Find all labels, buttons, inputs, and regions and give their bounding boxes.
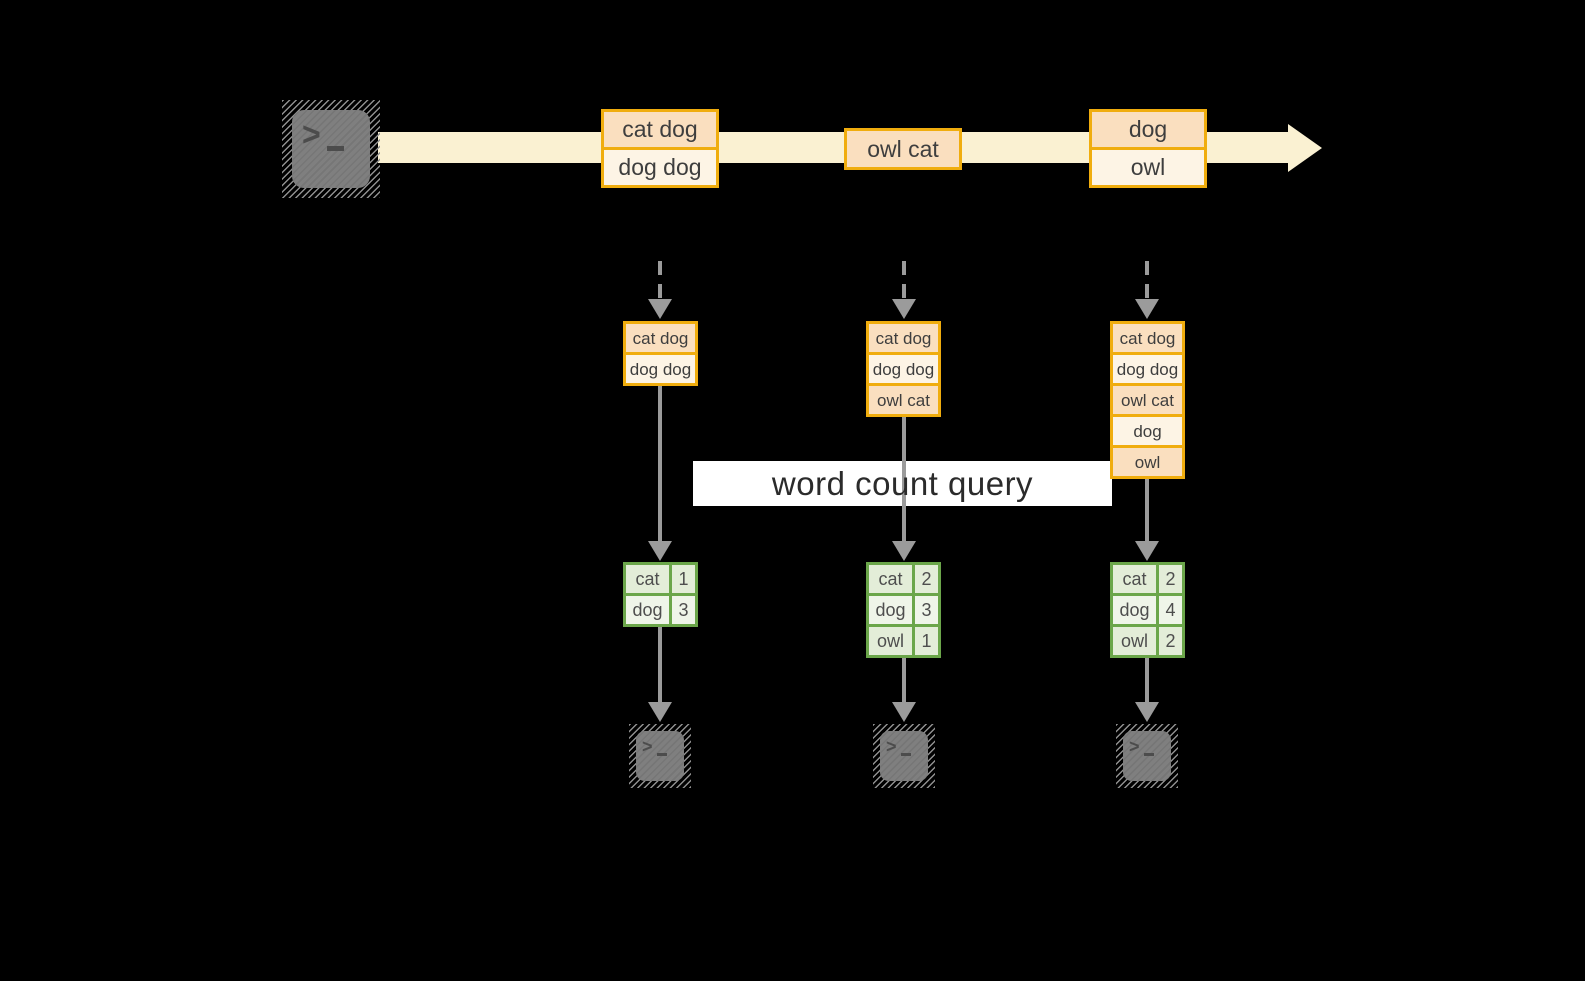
flow-line <box>658 386 662 542</box>
buffer-line: dog dog <box>869 355 938 383</box>
buffer-line: cat dog <box>1113 324 1182 352</box>
source-terminal-icon: > <box>282 100 380 198</box>
count-value: 2 <box>915 565 938 593</box>
dashed-arrow-line <box>658 261 662 303</box>
count-word: cat <box>869 565 912 593</box>
count-value: 2 <box>1159 627 1182 655</box>
arrow-head-icon <box>648 541 672 561</box>
prompt-chevron: > <box>302 115 321 153</box>
dashed-arrow-line <box>902 261 906 303</box>
buffer-box-2: cat dog dog dog owl cat <box>866 321 941 417</box>
count-value: 1 <box>915 627 938 655</box>
cursor-underscore-icon <box>1144 753 1154 756</box>
cursor-underscore-icon <box>901 753 911 756</box>
count-word: dog <box>869 596 912 624</box>
event-line: owl cat <box>847 131 959 167</box>
event-line: cat dog <box>604 112 716 147</box>
prompt-chevron: > <box>1129 735 1140 757</box>
buffer-box-1: cat dog dog dog <box>623 321 698 386</box>
arrow-head-icon <box>892 299 916 319</box>
count-value: 3 <box>915 596 938 624</box>
count-value: 4 <box>1159 596 1182 624</box>
flow-line <box>1145 658 1149 703</box>
dashed-arrow-line <box>1145 261 1149 303</box>
buffer-line: owl <box>1113 448 1182 476</box>
count-word: cat <box>1113 565 1156 593</box>
buffer-line: owl cat <box>1113 386 1182 414</box>
terminal-prompt-icon: > <box>1129 735 1140 757</box>
result-terminal-icon: > <box>873 724 935 788</box>
arrow-head-icon <box>648 299 672 319</box>
count-word: owl <box>869 627 912 655</box>
buffer-line: dog <box>1113 417 1182 445</box>
buffer-line: dog dog <box>626 355 695 383</box>
count-value: 3 <box>672 596 695 624</box>
count-word: dog <box>1113 596 1156 624</box>
result-terminal-icon: > <box>1116 724 1178 788</box>
flow-line <box>902 417 906 542</box>
stream-event-box-2: owl cat <box>844 128 962 170</box>
arrow-head-icon <box>648 702 672 722</box>
count-table-2: cat 2 dog 3 owl 1 <box>866 562 941 658</box>
terminal-body <box>636 731 684 781</box>
arrow-head-icon <box>1135 702 1159 722</box>
arrow-head-icon <box>892 541 916 561</box>
stream-event-box-1: cat dog dog dog <box>601 109 719 188</box>
count-table-1: cat 1 dog 3 <box>623 562 698 627</box>
arrow-head-icon <box>1135 299 1159 319</box>
terminal-prompt-icon: > <box>302 115 321 153</box>
count-word: cat <box>626 565 669 593</box>
count-value: 1 <box>672 565 695 593</box>
event-line: dog dog <box>604 150 716 185</box>
count-word: dog <box>626 596 669 624</box>
buffer-box-3: cat dog dog dog owl cat dog owl <box>1110 321 1185 479</box>
terminal-prompt-icon: > <box>642 735 653 757</box>
count-table-3: cat 2 dog 4 owl 2 <box>1110 562 1185 658</box>
buffer-line: dog dog <box>1113 355 1182 383</box>
cursor-underscore-icon <box>327 146 344 151</box>
stream-event-box-3: dog owl <box>1089 109 1207 188</box>
flow-line <box>902 658 906 703</box>
event-line: dog <box>1092 112 1204 147</box>
count-value: 2 <box>1159 565 1182 593</box>
arrow-head-icon <box>892 702 916 722</box>
result-terminal-icon: > <box>629 724 691 788</box>
terminal-prompt-icon: > <box>886 735 897 757</box>
query-label: word count query <box>771 464 1034 502</box>
flow-line <box>1145 479 1149 542</box>
terminal-body <box>1123 731 1171 781</box>
prompt-chevron: > <box>886 735 897 757</box>
terminal-body <box>880 731 928 781</box>
prompt-chevron: > <box>642 735 653 757</box>
arrow-head-icon <box>1135 541 1159 561</box>
cursor-underscore-icon <box>657 753 667 756</box>
stream-arrow-head-icon <box>1288 124 1322 172</box>
buffer-line: cat dog <box>626 324 695 352</box>
flow-line <box>658 627 662 703</box>
buffer-line: cat dog <box>869 324 938 352</box>
buffer-line: owl cat <box>869 386 938 414</box>
event-line: owl <box>1092 150 1204 185</box>
count-word: owl <box>1113 627 1156 655</box>
